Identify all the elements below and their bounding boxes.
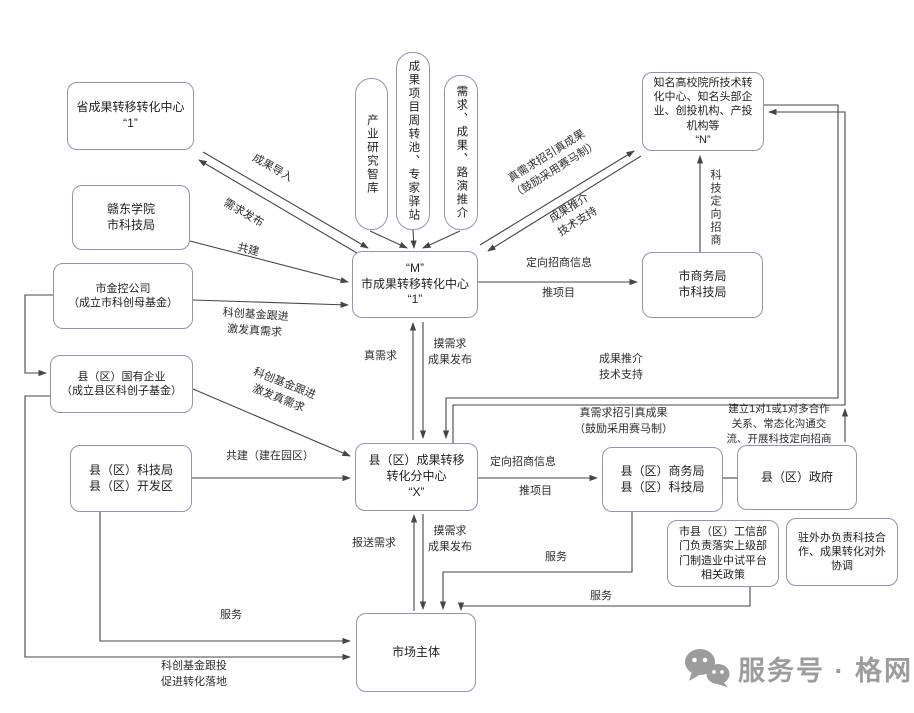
label-gongjian-yuanqu: 共建（建在园区） (226, 450, 314, 462)
box-n-partners: 知名高校院所技术转 化中心、知名头部企 业、创投机构、产投 机构等 “N” (642, 72, 764, 151)
box-m-city-transfer-center: “M” 市成果转移转化中心 “1” (352, 251, 478, 318)
label-mo-xuqiu-x: 摸需求 成果发布 (428, 525, 472, 553)
box-county-tech-bureau: 县（区）科技局 县（区）开发区 (70, 445, 192, 512)
box-county-soe: 县（区）国有企业 （成立县区科创子基金） (50, 355, 193, 413)
label-fuwu-1: 服务 (545, 551, 567, 563)
watermark-text: 服务号 · 格网 (738, 655, 913, 686)
label-jianli-hezuo: 建立1对1或1对多合作 关系、常态化沟通交 流、开展科技定向招商 (726, 403, 832, 446)
box-city-commerce-bureau: 市商务局 市科技局 (642, 252, 763, 318)
label-tui-xiangmu-m: 推项目 (542, 287, 575, 299)
label-mo-xuqiu-m: 摸需求 成果发布 (428, 338, 472, 366)
box-industry-think-tank: 产业研究智库 (355, 78, 388, 230)
label-fuwu-3: 服务 (220, 609, 242, 621)
label-dingxiang-info-x: 定向招商信息 (490, 456, 556, 468)
box-provincial-center: 省成果转移转化中心 “1” (67, 82, 194, 150)
label-tui-xiangmu-x: 推项目 (519, 485, 552, 497)
label-fuwu-2: 服务 (590, 590, 612, 602)
wechat-icon (685, 649, 730, 688)
box-county-government: 县（区）政府 (737, 445, 857, 510)
box-gongxin-dept: 市县（区）工信部 门负责落实上级部 门制造业中试平台 相关政策 (667, 520, 779, 587)
label-dingxiang-info-m: 定向招商信息 (526, 257, 592, 269)
box-gandong-college: 赣东学院 市科技局 (72, 185, 190, 250)
label-kechuang-genjin-m: 科创基金跟进 激发真需求 (222, 306, 289, 339)
box-x-county-subcenter: 县（区）成果转移 转化分中心 “X” (355, 443, 478, 511)
label-zhen-xuqiu: 真需求 (364, 350, 397, 362)
watermark: 服务号 · 格网 (683, 648, 913, 688)
box-demand-roadshow: 需求、成果、路演推介 (444, 75, 478, 230)
box-city-finance-holding: 市金控公司 （成立市科创母基金） (53, 263, 193, 329)
box-market-entities: 市场主体 (356, 613, 476, 692)
label-baosong-xuqiu: 报送需求 (352, 537, 396, 549)
label-chengguo-tuijie-loop: 成果推介 技术支持 (599, 353, 643, 381)
box-overseas-office: 驻外办负责科技合 作、成果转化对外 协调 (786, 518, 898, 586)
label-keji-dingxiang-zhaoshang: 科技定向招商 (708, 169, 721, 247)
label-kechuang-toujiu: 科创基金跟投 促进转化落地 (161, 660, 227, 688)
box-county-commerce-bureau: 县（区）商务局 县（区）科技局 (602, 447, 723, 512)
label-zhen-xuqiu-yin-loop: 真需求招引真成果 （鼓励采用赛马制） (574, 407, 673, 435)
box-project-pool: 成果项目周转池、专家驿站 (396, 52, 430, 230)
